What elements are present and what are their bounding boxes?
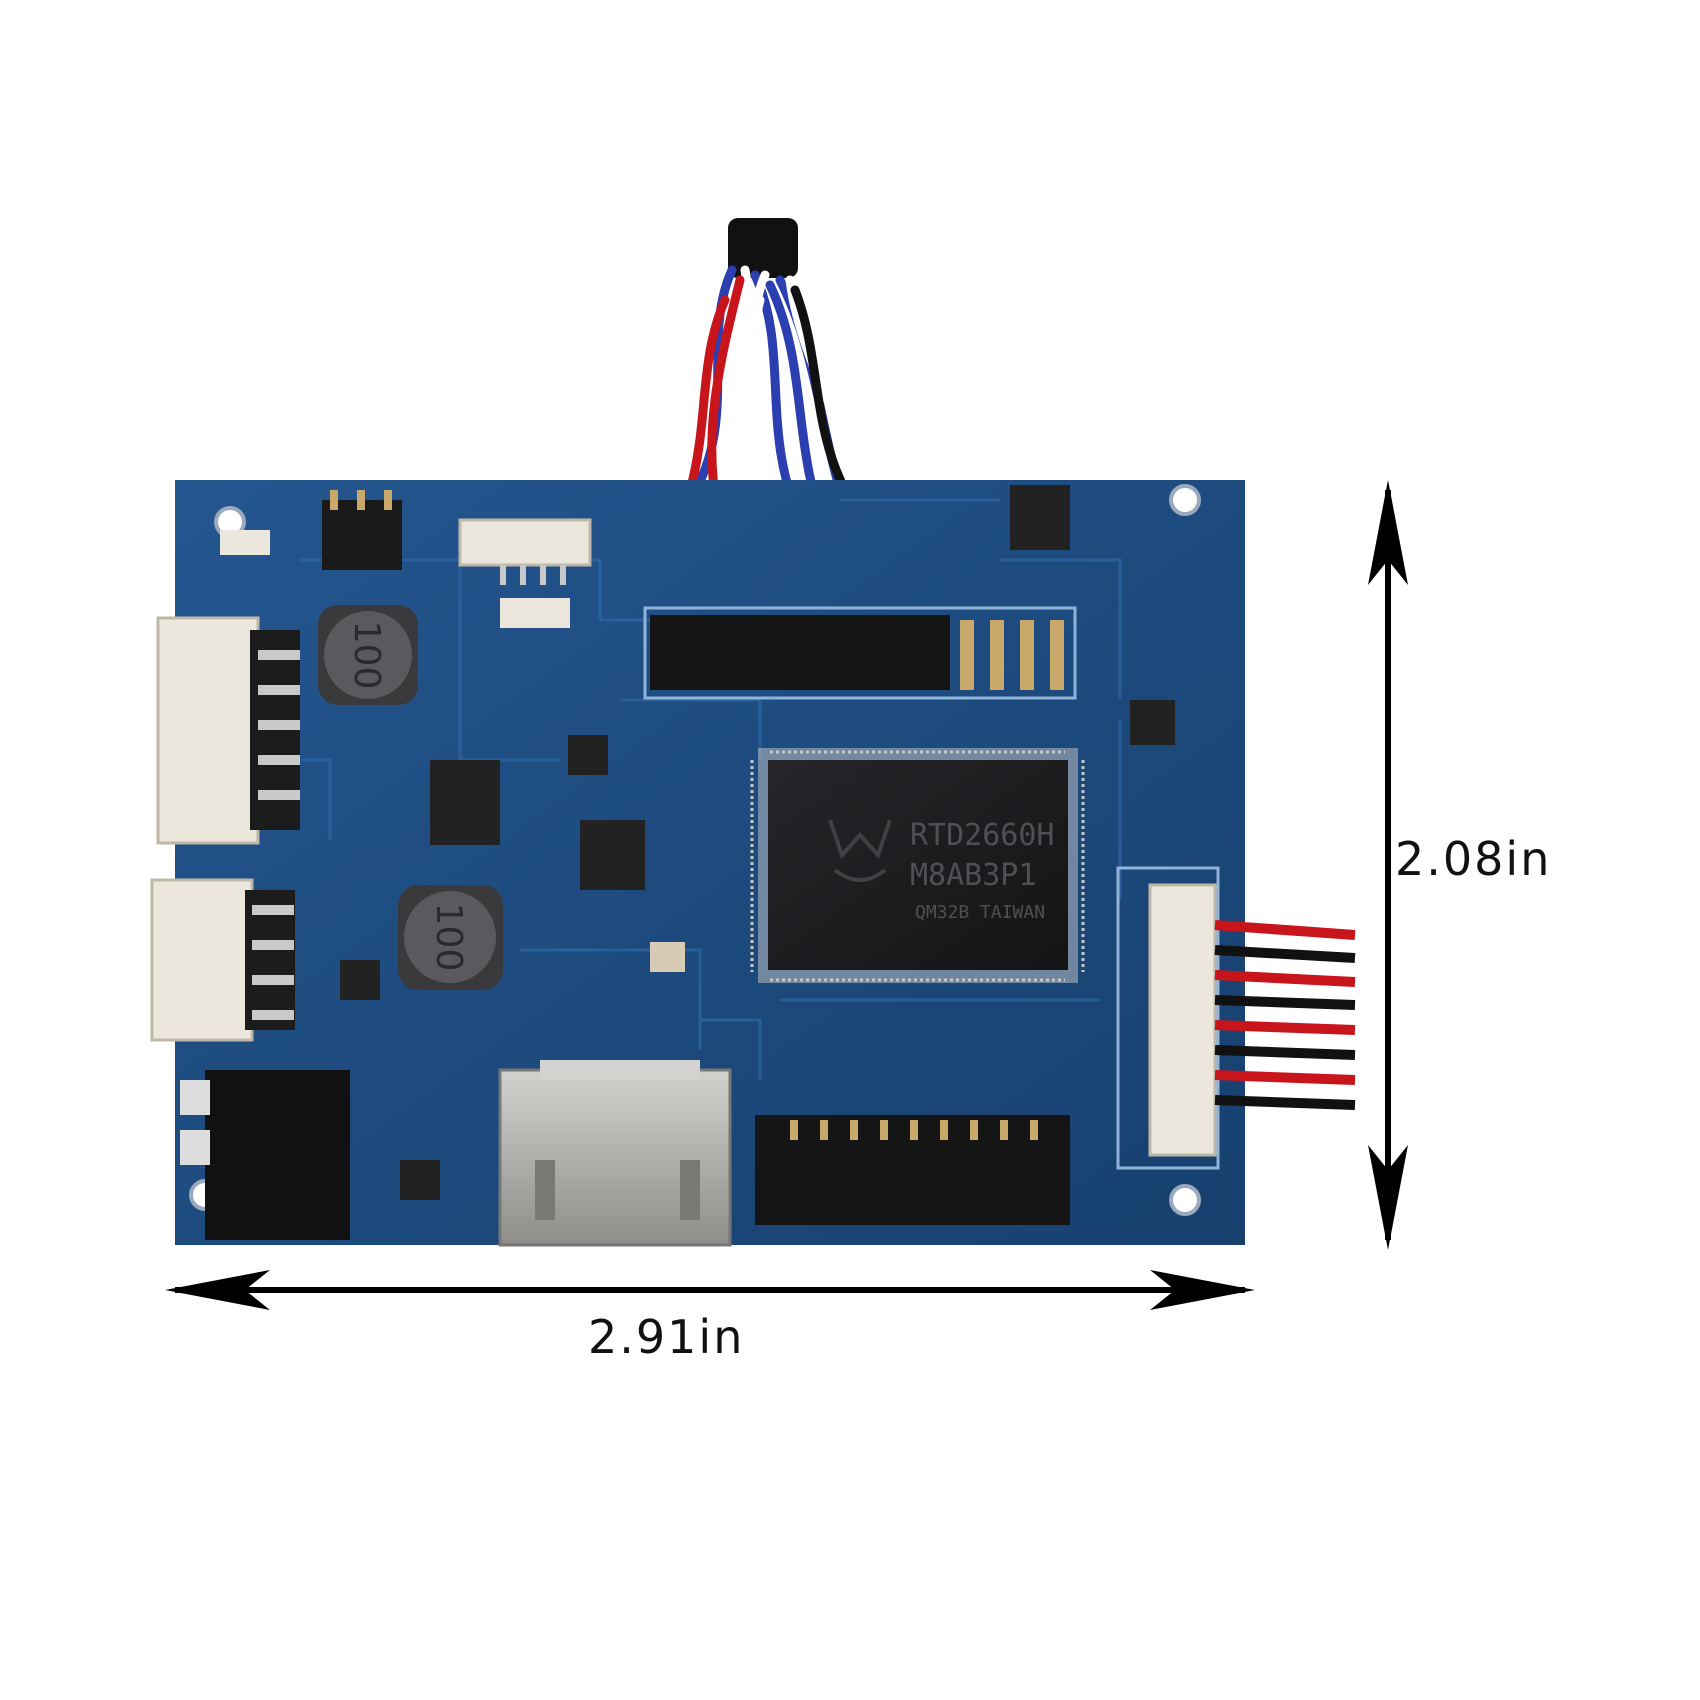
left-connector-bottom: [150, 878, 295, 1042]
lvds-header: [643, 606, 1077, 700]
chip-label-line2: M8AB3P1: [910, 858, 1036, 893]
width-dimension-arrow: [165, 1270, 1255, 1310]
right-backlight-connector: [1116, 866, 1356, 1170]
hdmi-connector: [498, 1060, 732, 1247]
inductor-top: 100: [318, 605, 418, 705]
inductor-bottom-label: 100: [428, 903, 469, 972]
main-chip: RTD2660H M8AB3P1 QM32B TAIWAN: [750, 748, 1085, 983]
width-dimension-label: 2.91in: [588, 1310, 745, 1364]
smd-components: [220, 485, 1175, 1200]
chip-label-line1: RTD2660H: [910, 818, 1055, 853]
height-dimension-arrow: [1368, 480, 1408, 1250]
left-connector-top: [156, 616, 300, 845]
chip-label-line3: QM32B TAIWAN: [915, 902, 1045, 923]
dc-power-jack: [180, 1070, 350, 1240]
inductor-top-label: 100: [346, 621, 387, 690]
inductor-bottom: 100: [398, 885, 503, 990]
top-pin-header-small: [322, 490, 402, 570]
height-dimension-label: 2.08in: [1395, 832, 1552, 886]
top-jst-connector: [458, 518, 592, 585]
bottom-pin-header: [755, 1115, 1070, 1225]
